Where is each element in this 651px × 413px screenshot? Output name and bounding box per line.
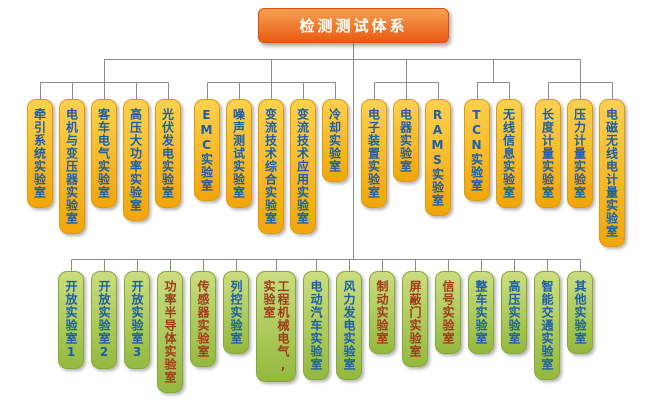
lab-box-label: 功率半导体实验室 (163, 280, 177, 384)
root-row: 检测测试体系 (0, 0, 651, 43)
row2: 开放实验室1 开放实验室2 开放实验室3 功率半导体实验室 传感器实验室 列控实验室 工程机… (0, 271, 651, 393)
lab-box: 传感器实验室 (190, 271, 216, 367)
lab-box-label: 高压大功率实验室 (128, 108, 143, 212)
lab-box: 光伏发电实验室 (154, 99, 181, 208)
row1-group-2: EMC实验室 噪声测试实验室 变流技术综合实验室 变流技术应用实验室 冷却实验室 (193, 99, 348, 234)
lab-box-label: 列控实验室 (229, 280, 243, 345)
lab-box-label: 风力发电实验室 (342, 280, 356, 371)
lab-box: 变流技术综合实验室 (257, 99, 284, 234)
lab-box-label: 工程机械电气, 实验室 (262, 280, 290, 373)
row1-group-3: 电子装置实验室 电器实验室 RAMS实验室 (360, 99, 451, 216)
lab-box-label: 长度计量实验室 (540, 108, 555, 199)
lab-box: 冷却实验室 (321, 99, 348, 182)
lab-box-label: 制动实验室 (375, 280, 389, 345)
lab-box-label: TCN实验室 (469, 108, 484, 192)
lab-box-label: RAMS实验室 (430, 108, 445, 207)
lab-box-label: 开放实验室3 (130, 280, 144, 360)
lab-box-label: 光伏发电实验室 (160, 108, 175, 199)
lab-box-label: 客车电气实验室 (96, 108, 111, 199)
lab-box: RAMS实验室 (424, 99, 451, 216)
lab-box-label: 信号实验室 (441, 280, 455, 345)
lab-box: 开放实验室2 (91, 271, 117, 369)
lab-box: 工程机械电气, 实验室 (256, 271, 296, 382)
lab-box: 变流技术应用实验室 (289, 99, 316, 234)
lab-box: 长度计量实验室 (534, 99, 561, 208)
lab-box: 噪声测试实验室 (225, 99, 252, 208)
lab-box: 无线信息实验室 (495, 99, 522, 208)
lab-box: 高压实验室 (501, 271, 527, 354)
lab-box-label: 噪声测试实验室 (231, 108, 246, 199)
lab-box-label: 牵引系统实验室 (32, 108, 47, 199)
diagram-title: 检测测试体系 (299, 17, 408, 35)
lab-box-label: 电机与变压器实验室 (64, 108, 79, 225)
lab-box-label: 冷却实验室 (327, 108, 342, 173)
lab-box-label: 开放实验室1 (64, 280, 78, 360)
lab-box-label: 高压实验室 (507, 280, 521, 345)
row1-group-4: TCN实验室 无线信息实验室 (463, 99, 522, 208)
lab-box: 电机与变压器实验室 (58, 99, 85, 234)
lab-box: 电器实验室 (392, 99, 419, 182)
row1-group-5: 长度计量实验室 压力计量实验室 电磁无线电计量实验室 (534, 99, 625, 247)
lab-box-label: 压力计量实验室 (572, 108, 587, 199)
lab-box-label: 无线信息实验室 (501, 108, 516, 199)
lab-box: 牵引系统实验室 (26, 99, 53, 208)
lab-box: 信号实验室 (435, 271, 461, 354)
lab-box: 压力计量实验室 (566, 99, 593, 208)
lab-box: 风力发电实验室 (336, 271, 362, 380)
root-box: 检测测试体系 (258, 8, 449, 43)
lab-box: 高压大功率实验室 (122, 99, 149, 221)
lab-box-label: 智能交通实验室 (540, 280, 554, 371)
lab-box: TCN实验室 (463, 99, 490, 201)
lab-box-label: 电子装置实验室 (366, 108, 381, 199)
lab-box-label: 变流技术综合实验室 (263, 108, 278, 225)
lab-box-label: 电磁无线电计量实验室 (604, 108, 619, 238)
lab-box-label: EMC实验室 (199, 108, 214, 192)
lab-box-label: 开放实验室2 (97, 280, 111, 360)
lab-box-label: 其他实验室 (573, 280, 587, 345)
lab-box-label: 传感器实验室 (196, 280, 210, 358)
lab-box: 其他实验室 (567, 271, 593, 354)
lab-box: 功率半导体实验室 (157, 271, 183, 393)
lab-box-label: 变流技术应用实验室 (295, 108, 310, 225)
lab-box-label: 电器实验室 (398, 108, 413, 173)
lab-box: 智能交通实验室 (534, 271, 560, 380)
row1-group-1: 牵引系统实验室 电机与变压器实验室 客车电气实验室 高压大功率实验室 光伏发电实验室 (26, 99, 181, 234)
row1: 牵引系统实验室 电机与变压器实验室 客车电气实验室 高压大功率实验室 光伏发电实验室 EM… (0, 99, 651, 247)
lab-box: 开放实验室1 (58, 271, 84, 369)
lab-box: 电子装置实验室 (360, 99, 387, 208)
lab-box: EMC实验室 (193, 99, 220, 201)
lab-box: 整车实验室 (468, 271, 494, 354)
lab-box-label: 整车实验室 (474, 280, 488, 345)
lab-box: 客车电气实验室 (90, 99, 117, 208)
lab-box-label: 电动汽车实验室 (309, 280, 323, 371)
lab-box-label: 屏蔽门实验室 (408, 280, 422, 358)
lab-box: 电动汽车实验室 (303, 271, 329, 380)
lab-box: 开放实验室3 (124, 271, 150, 369)
lab-box: 电磁无线电计量实验室 (598, 99, 625, 247)
lab-box: 屏蔽门实验室 (402, 271, 428, 367)
lab-box: 制动实验室 (369, 271, 395, 354)
lab-box: 列控实验室 (223, 271, 249, 354)
